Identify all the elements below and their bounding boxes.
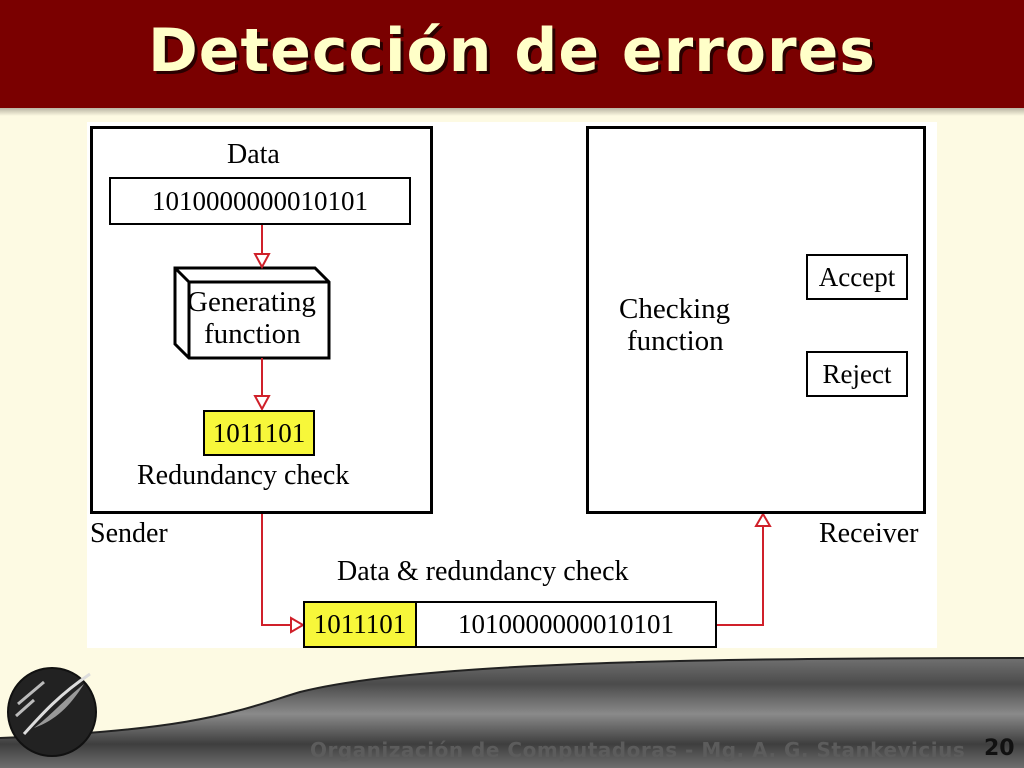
generator-label-2: function <box>204 318 301 350</box>
transmitted-check-bits: 1011101 <box>303 601 417 648</box>
arrow-sender-to-channel <box>261 514 297 626</box>
footer-credit: Organización de Computadoras - Mg. A. G.… <box>310 738 966 762</box>
arrowhead-channel <box>290 616 305 634</box>
sender-label: Sender <box>90 518 168 549</box>
title-bar-shadow <box>0 108 1024 116</box>
arrowhead-generator <box>253 253 271 270</box>
arrow-channel-to-receiver <box>717 522 764 626</box>
generator-label-1: Generating <box>187 286 316 318</box>
arrowhead-check <box>253 395 271 412</box>
checker-label-1: Checking <box>619 293 731 325</box>
diagram-canvas: Data 1010000000010101 <box>87 122 937 650</box>
footer-wave <box>0 648 1024 739</box>
reject-box: Reject <box>806 351 908 397</box>
generator-3d-box <box>173 266 331 360</box>
receiver-box <box>586 126 926 514</box>
university-logo-icon <box>7 667 97 757</box>
slide-title: Detección de errores <box>147 16 877 86</box>
sender-data-bits: 1010000000010101 <box>109 177 411 225</box>
accept-box: Accept <box>806 254 908 300</box>
redundancy-check-label: Redundancy check <box>137 460 350 491</box>
checker-label-2: function <box>627 325 724 357</box>
arrowhead-receiver <box>754 512 772 527</box>
receiver-label: Receiver <box>819 518 919 549</box>
transmission-label: Data & redundancy check <box>337 556 629 587</box>
data-label: Data <box>227 139 280 170</box>
transmitted-data-bits: 1010000000010101 <box>415 601 717 648</box>
title-bar <box>0 0 1024 116</box>
footer-band <box>0 648 1024 768</box>
page-number: 20 <box>984 736 1015 761</box>
sender-check-bits: 1011101 <box>203 410 315 456</box>
